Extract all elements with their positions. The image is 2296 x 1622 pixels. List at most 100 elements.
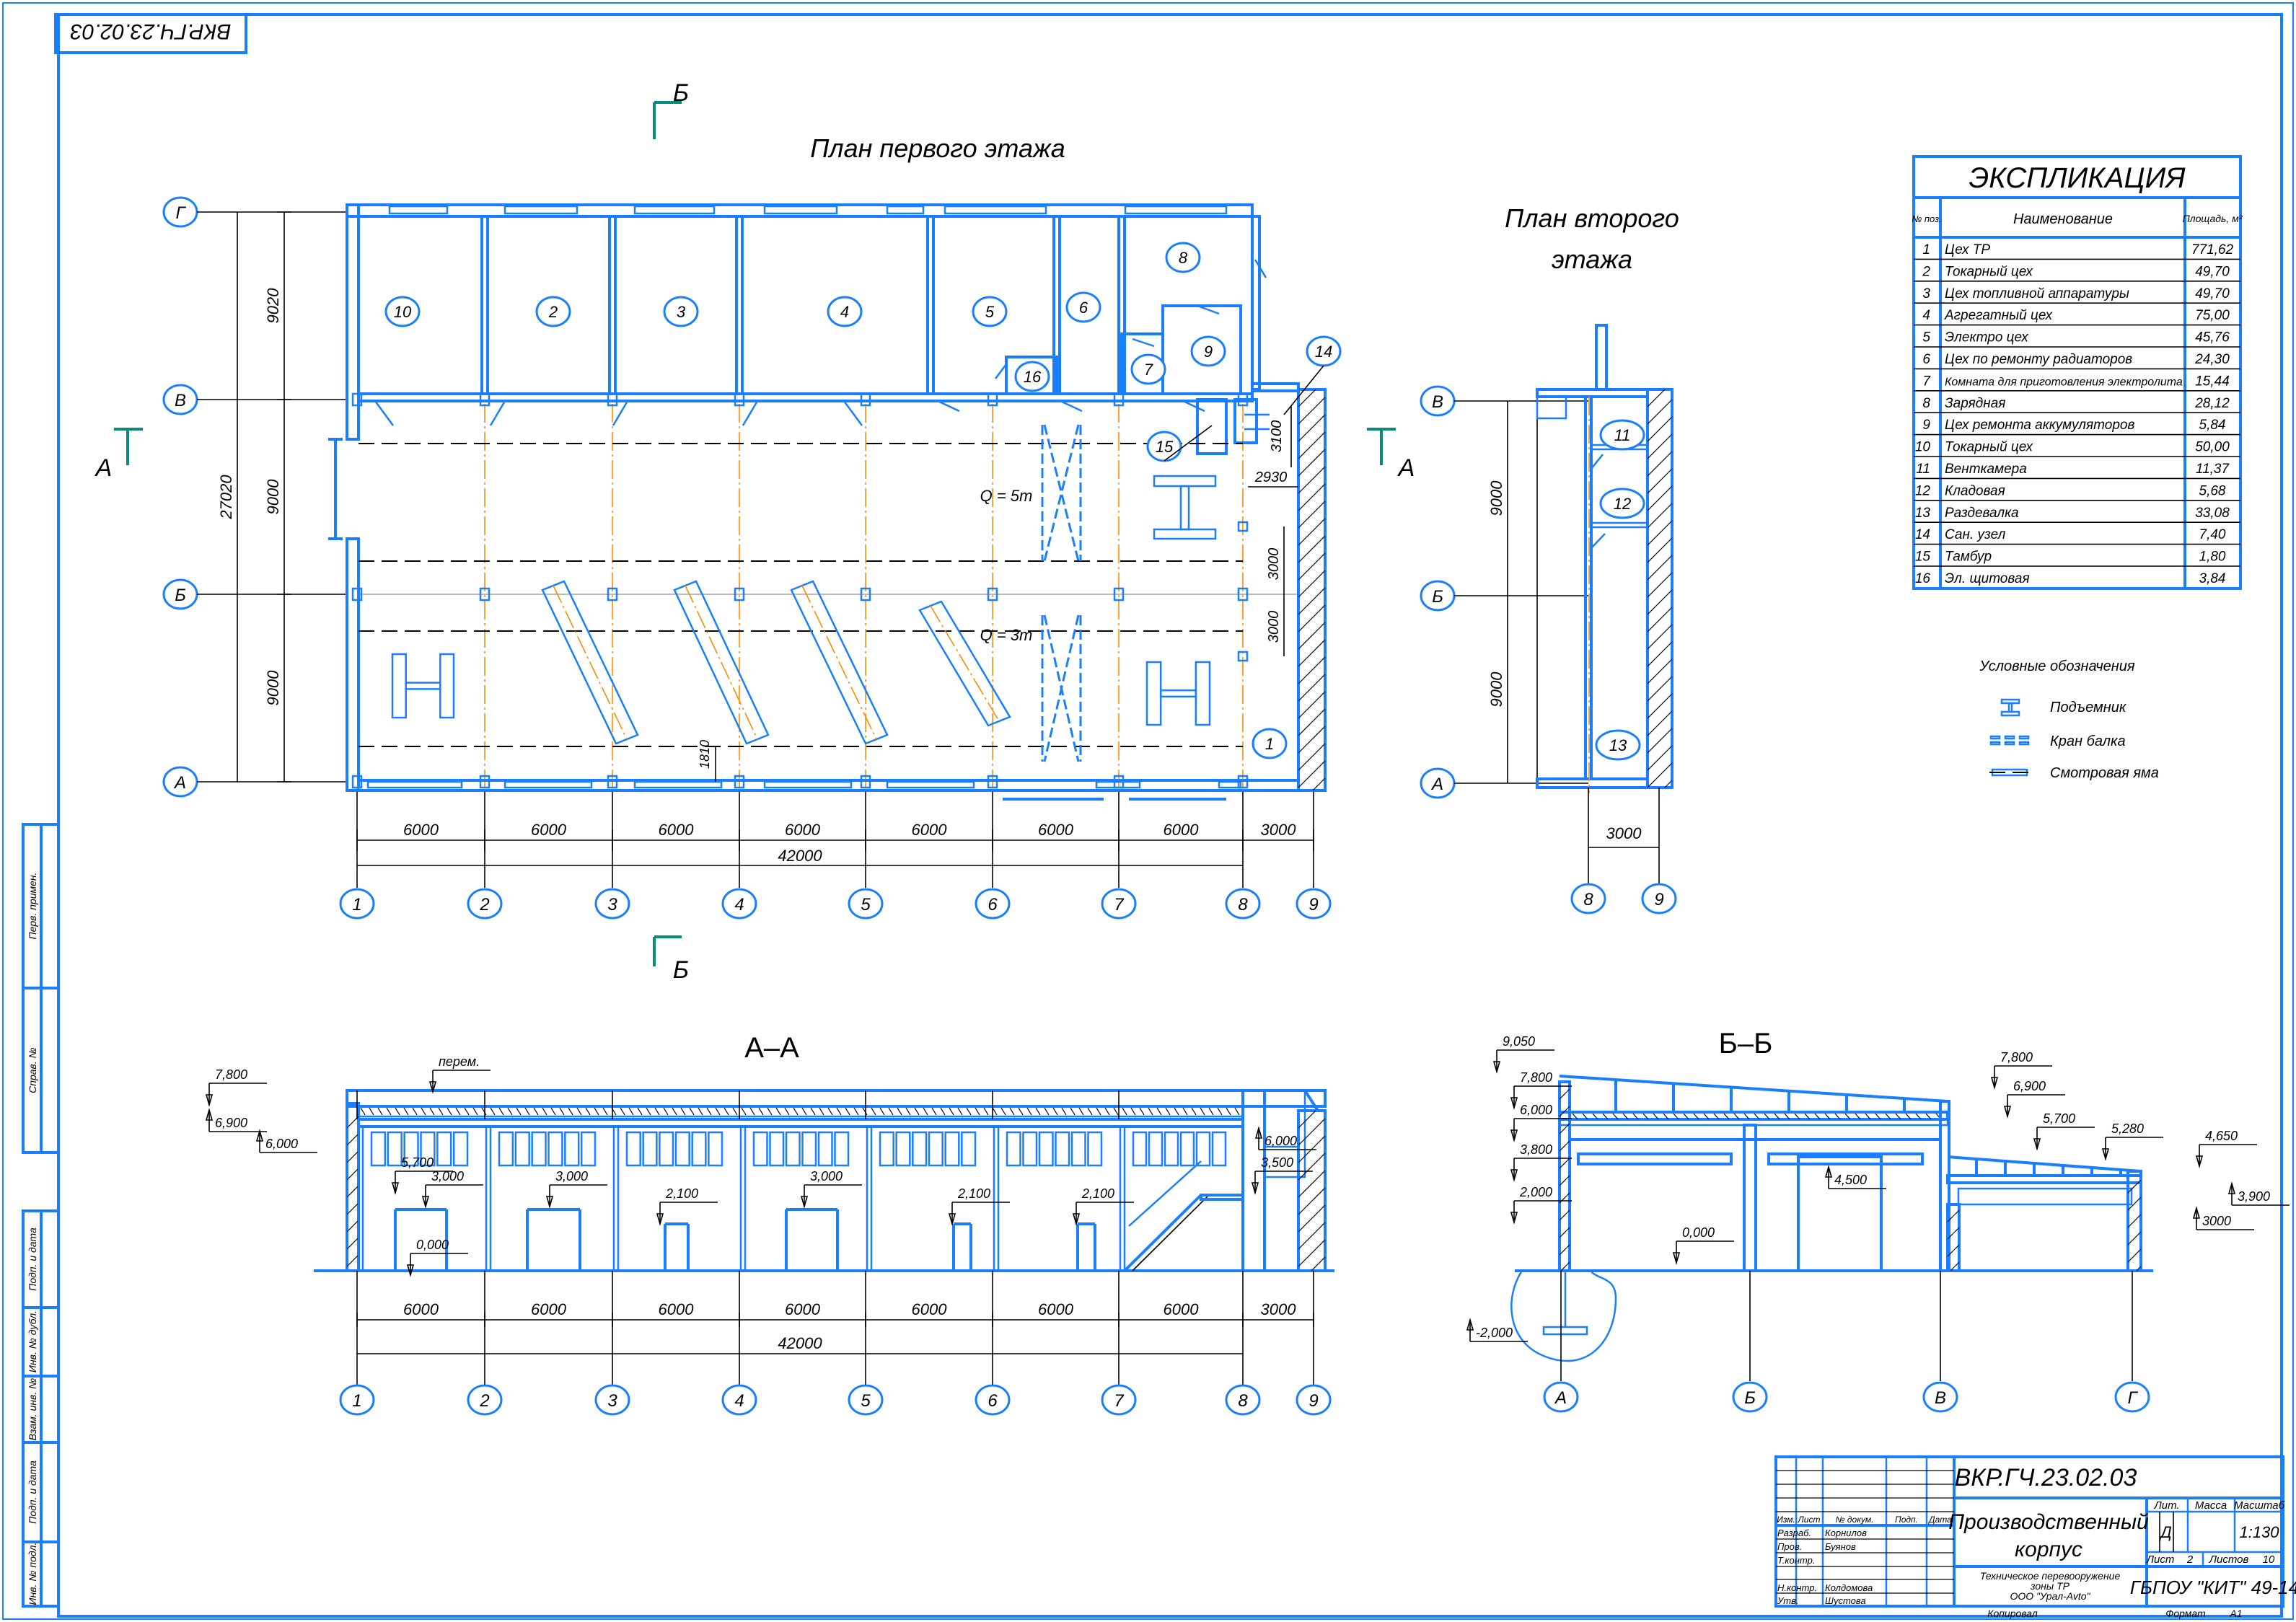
elevation-label: 7,800: [1520, 1070, 1552, 1085]
dimension-label: 1810: [698, 740, 712, 769]
hatch-line: [1298, 587, 1326, 615]
inspection-pit: [918, 600, 1011, 727]
insulation-hatch: [672, 1107, 677, 1116]
door-swing: [937, 400, 960, 413]
hatch-line: [1647, 658, 1673, 684]
hatch-line: [1559, 1244, 1570, 1256]
subtitle-line: Техническое перевооружение: [1980, 1570, 2121, 1582]
elevation-arrow: [2192, 1206, 2201, 1219]
insulation-hatch: [395, 1107, 400, 1116]
plan1-axis-col-label: 3: [607, 895, 617, 914]
lift-icon: [2007, 702, 2013, 713]
partition: [926, 215, 935, 395]
insulation-hatch: [836, 1107, 842, 1116]
clerestory-window: [436, 1131, 452, 1167]
explication-name: Цех топливной аппаратуры: [1945, 286, 2129, 301]
room-number-bubble: [663, 296, 699, 327]
role-label: Т.контр.: [1777, 1555, 1815, 1566]
person-name: Буянов: [1825, 1541, 1856, 1552]
clerestory-window: [403, 1131, 419, 1167]
plan1-title: План первого этажа: [810, 133, 1065, 163]
insulation-hatch: [429, 1107, 435, 1116]
window: [503, 780, 593, 789]
window: [1218, 780, 1242, 789]
elevation-label: 3,900: [2238, 1189, 2270, 1204]
side-stamp-label: Справ. №: [27, 1047, 38, 1093]
doc-code: ВКР.ГЧ.23.02.03: [1955, 1464, 2137, 1491]
sheet-label: Лист: [2146, 1553, 2175, 1566]
axis-bubble: [339, 1384, 375, 1416]
explication-pos: 7: [1922, 374, 1931, 389]
explication-area: 45,76: [2195, 330, 2230, 345]
insulation-hatch: [992, 1107, 998, 1116]
hatch-line: [1647, 762, 1673, 788]
elevation-label: 2,100: [957, 1186, 990, 1201]
insulation-hatch: [1703, 1113, 1710, 1120]
insulation-hatch: [412, 1107, 418, 1116]
crane-beam-icon: [2018, 741, 2030, 746]
insulation-hatch: [1070, 1107, 1076, 1116]
hatch-line: [1298, 639, 1326, 667]
elevation-label: 5,280: [2111, 1121, 2144, 1136]
column: [612, 1125, 620, 1272]
hatch-line: [1647, 416, 1673, 442]
insulation-hatch: [1035, 1107, 1041, 1116]
elevation-label: 6,900: [2013, 1079, 2046, 1093]
insulation-hatch: [1061, 1107, 1067, 1116]
room-number: 10: [394, 303, 412, 321]
room-number: 3: [677, 303, 686, 321]
hatch-line: [1559, 1158, 1570, 1169]
explication-name: Цех ремонта аккумуляторов: [1945, 418, 2134, 433]
axis-bubble: [1296, 1384, 1332, 1416]
explication-area: 33,08: [2195, 506, 2230, 521]
side-stamp-label: Взам. инв. №: [27, 1378, 38, 1441]
insulation-hatch: [957, 1107, 963, 1116]
insulation-hatch: [888, 1107, 894, 1116]
elevation-arrow: [1824, 1165, 1833, 1178]
dimension-label: 6000: [785, 1300, 821, 1318]
hatch-line: [2127, 1231, 2142, 1246]
insulation-hatch: [1915, 1113, 1922, 1120]
plan1-axis-col-label: 1: [352, 895, 361, 914]
wall-axis-a: [1558, 1080, 1571, 1272]
room-number: 13: [1609, 736, 1627, 754]
clerestory-window: [659, 1131, 674, 1167]
insulation-hatch: [1642, 1113, 1649, 1120]
side-stamp-label: Подп. и дата: [27, 1227, 38, 1291]
section-aa-axis-label: 1: [352, 1391, 361, 1411]
insulation-hatch: [663, 1107, 669, 1116]
clerestory-window: [817, 1131, 833, 1167]
roof-parapet: [346, 1089, 1327, 1108]
insulation-hatch: [897, 1107, 902, 1116]
stair: [1123, 1194, 1202, 1272]
elevation-arrow: [800, 1196, 809, 1209]
explication-pos: 11: [1916, 462, 1930, 477]
lift-post: [1145, 661, 1162, 726]
insulation-hatch: [931, 1107, 937, 1116]
room-number-bubble: [1165, 242, 1201, 273]
lit-value: Д: [2158, 1523, 2172, 1541]
explication-area: 75,00: [2195, 308, 2230, 323]
explication-pos: 15: [1915, 550, 1931, 565]
column: [351, 587, 363, 601]
hatch-line: [1647, 728, 1673, 754]
explication-pos: 3: [1922, 286, 1930, 301]
hatch-line: [1947, 1209, 1960, 1222]
hatch-line: [1298, 501, 1326, 529]
room-number: 6: [1079, 299, 1088, 317]
explication-area: 1,80: [2199, 550, 2226, 565]
insulation-hatch: [1784, 1113, 1790, 1120]
crane-beam: [1043, 424, 1080, 562]
wall-axis-v: [1939, 1100, 1950, 1272]
plan2-axis-col-label: 8: [1583, 890, 1593, 909]
axis-bubble: [594, 888, 630, 920]
insulation-hatch: [490, 1107, 496, 1116]
pit-axis: [685, 585, 758, 740]
foundation-footing: [1542, 1326, 1588, 1336]
explication-header: Наименование: [2013, 211, 2113, 227]
insulation-hatch: [680, 1107, 686, 1116]
hatch-line: [1647, 693, 1673, 719]
insulation-hatch: [1044, 1107, 1050, 1116]
elevation-label: 6,900: [215, 1116, 247, 1130]
axis-bubble: [467, 1384, 503, 1416]
